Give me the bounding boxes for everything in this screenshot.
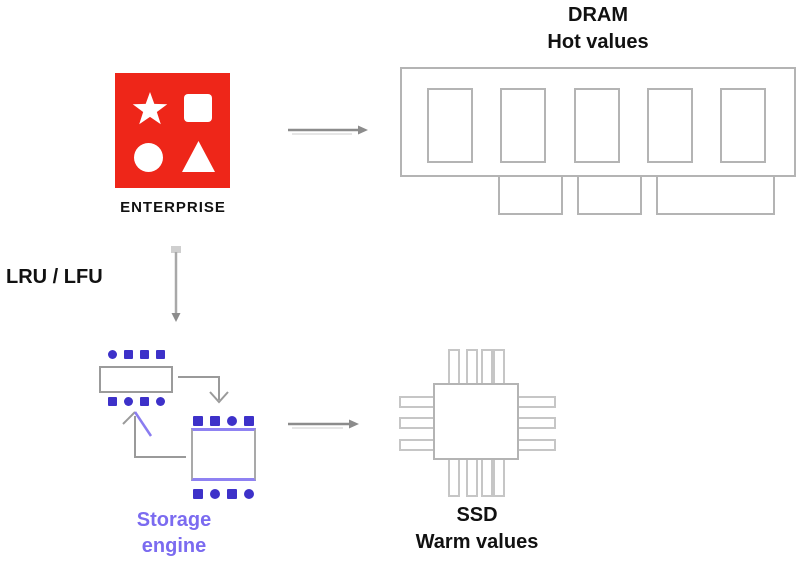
chip-pin-square <box>123 350 133 359</box>
dram-chip <box>647 88 693 163</box>
storage-chip-1 <box>99 366 173 393</box>
storage-engine-label: Storage engine <box>94 507 254 559</box>
dram-tab <box>577 177 642 215</box>
chip-pin-square <box>139 350 149 359</box>
arrow-chip1-to-chip2 <box>178 376 229 404</box>
arrow-storage-to-ssd <box>288 419 359 429</box>
dram-chip <box>500 88 546 163</box>
ssd-chip-icon <box>395 345 560 505</box>
storage-label-line2: engine <box>141 535 207 557</box>
chip-pin-square <box>227 489 237 499</box>
arrow-enterprise-to-dram <box>288 125 368 135</box>
chip-pin-circle <box>107 350 117 359</box>
arrow-chip2-to-chip1 <box>122 411 186 458</box>
dram-tab <box>498 177 563 215</box>
enterprise-label: ENTERPRISE <box>120 199 226 216</box>
chip-pin-square <box>210 416 220 426</box>
ssd-die <box>433 383 519 460</box>
square-icon <box>184 94 212 122</box>
dram-module-icon <box>400 67 796 217</box>
chip-pin-square <box>107 397 117 406</box>
dram-title: DRAM Hot values <box>448 2 748 56</box>
chip-pin-square <box>193 416 203 426</box>
chip-pin-circle <box>155 397 165 406</box>
ssd-title-line: SSD <box>456 504 498 526</box>
dram-chip <box>574 88 620 163</box>
storage-label-line1: Storage <box>136 509 212 531</box>
cache-policy-label: LRU / LFU <box>6 266 103 288</box>
chip1-pins-bottom <box>99 397 173 406</box>
chip1-pins-top <box>99 350 173 359</box>
chip-pin-circle <box>210 489 220 499</box>
chip-pin-square <box>193 489 203 499</box>
chip-pin-circle <box>244 489 254 499</box>
chip-pin-circle <box>123 397 133 406</box>
chip-pin-square <box>244 416 254 426</box>
dram-chip <box>720 88 766 163</box>
ssd-subtitle-line: Warm values <box>415 531 539 553</box>
chip2-pins-top <box>189 416 258 426</box>
storage-chip-2 <box>191 428 256 481</box>
chip-pin-square <box>155 350 165 359</box>
chip2-pins-bottom <box>189 489 258 499</box>
enterprise-logo <box>115 73 230 188</box>
chip-pin-square <box>139 397 149 406</box>
arrow-enterprise-to-storage <box>171 246 181 322</box>
ssd-label: SSD Warm values <box>377 502 577 556</box>
circle-icon <box>134 143 163 172</box>
dram-title-line: DRAM <box>568 4 628 26</box>
dram-chip <box>427 88 473 163</box>
chip-pin-circle <box>227 416 237 426</box>
dram-tab <box>656 177 775 215</box>
dram-subtitle-line: Hot values <box>547 31 649 53</box>
